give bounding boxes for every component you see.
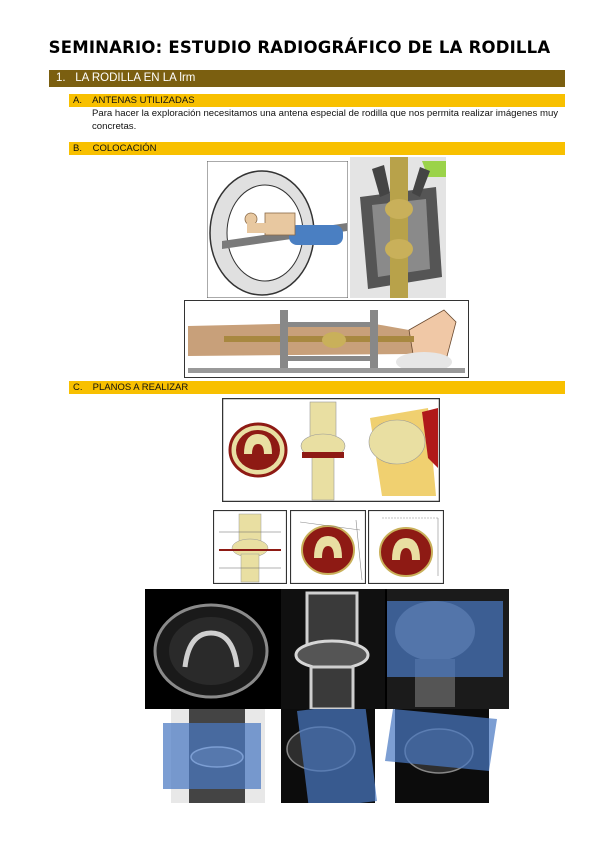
planes-overview-illustration: [222, 398, 440, 502]
subsection-label: ANTENAS UTILIZADAS: [92, 95, 195, 106]
leg-in-coil-side-illustration: [184, 300, 469, 378]
subsection-header-colocacion: B. COLOCACIÓN: [69, 142, 565, 155]
subsection-label: PLANOS A REALIZAR: [92, 382, 189, 393]
subsection-header-planos: C. PLANOS A REALIZAR: [69, 381, 565, 394]
axial-plane-panel: [290, 510, 366, 584]
subsection-letter: C.: [73, 382, 83, 393]
subsection-header-antenas: A. ANTENAS UTILIZADAS: [69, 94, 565, 107]
mri-planning-images-row1: [145, 589, 509, 709]
subsection-letter: B.: [73, 143, 82, 154]
section-header: 1. LA RODILLA EN LA lrm: [49, 70, 565, 87]
antenas-paragraph: Para hacer la exploración necesitamos un…: [92, 108, 559, 132]
sagittal-plane-panel: [368, 510, 444, 584]
coronal-plane-panel: [213, 510, 287, 584]
subsection-label: COLOCACIÓN: [92, 143, 157, 154]
subsection-letter: A.: [73, 95, 82, 106]
section-number: 1.: [56, 72, 66, 84]
page-title: SEMINARIO: ESTUDIO RADIOGRÁFICO DE LA RO…: [48, 38, 551, 57]
section-label: LA RODILLA EN LA lrm: [75, 72, 196, 84]
knee-coil-illustration: [350, 157, 446, 298]
scanner-patient-illustration: [207, 161, 348, 298]
mri-planning-images-row2: [163, 709, 500, 803]
